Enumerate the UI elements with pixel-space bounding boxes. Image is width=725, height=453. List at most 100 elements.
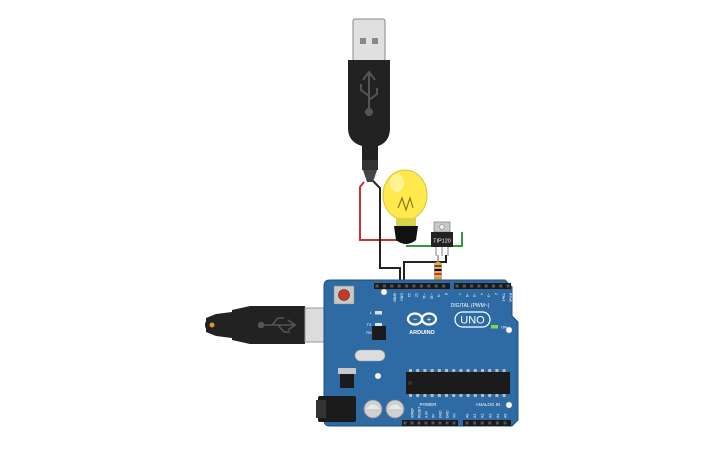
- power-pin-label: 3.3V: [425, 410, 429, 418]
- bottom-pin-hole[interactable]: [410, 421, 414, 425]
- light-bulb[interactable]: [382, 169, 428, 244]
- bottom-pin-hole[interactable]: [473, 421, 477, 425]
- bottom-pin-hole[interactable]: [431, 421, 435, 425]
- power-jack-inner: [316, 400, 326, 418]
- transistor-label: TIP120: [433, 239, 451, 245]
- digital-pin-hole[interactable]: [434, 284, 438, 288]
- bulb-highlight: [390, 174, 404, 192]
- mcu-pin: [416, 369, 420, 372]
- digital-pin-label: 7: [458, 293, 462, 295]
- digital-pin-hole[interactable]: [375, 284, 379, 288]
- bottom-pin-hole[interactable]: [403, 421, 407, 425]
- red-wire[interactable]: [359, 181, 406, 241]
- digital-pin-label: ~5: [472, 293, 476, 297]
- resistor[interactable]: [434, 261, 442, 283]
- digital-pin-hole[interactable]: [442, 284, 446, 288]
- reset-button[interactable]: [338, 289, 350, 301]
- black-wire-transistor-gnd[interactable]: [403, 255, 447, 285]
- bottom-pin-hole[interactable]: [465, 421, 469, 425]
- mcu-pin: [481, 394, 484, 397]
- mcu-pins: [409, 369, 506, 397]
- mcu-pin: [495, 394, 499, 397]
- usb-b-icon: [257, 317, 297, 333]
- bottom-pin-hole[interactable]: [488, 421, 492, 425]
- uno-badge: [454, 311, 491, 328]
- voltage-regulator-tab: [338, 368, 356, 374]
- green-wire[interactable]: [406, 232, 463, 247]
- logo-minus: −: [413, 317, 417, 324]
- digital-pin-hole[interactable]: [484, 284, 488, 288]
- mcu-pin: [423, 394, 427, 397]
- transistor-tip120[interactable]: TIP120: [431, 221, 453, 256]
- usb-icon: [360, 70, 378, 116]
- digital-pin-label: ~9: [437, 293, 441, 297]
- transistor-hole: [439, 224, 445, 230]
- small-ic: [372, 326, 386, 340]
- bulb-glass: [382, 169, 428, 221]
- analog-header: [463, 420, 511, 426]
- rx-led-label: RX: [366, 330, 372, 335]
- transistor-body: [431, 232, 453, 247]
- atmega-chip: [406, 372, 510, 394]
- digital-pin-hole[interactable]: [390, 284, 394, 288]
- digital-pin-hole[interactable]: [397, 284, 401, 288]
- usb-cable-strain: [362, 160, 378, 170]
- digital-pin-hole[interactable]: [499, 284, 503, 288]
- on-led: [491, 325, 498, 329]
- digital-pin-hole[interactable]: [427, 284, 431, 288]
- mount-hole: [505, 326, 513, 334]
- capacitor-right-top: [388, 404, 402, 409]
- mcu-pin: [459, 369, 463, 372]
- digital-pin-hole[interactable]: [412, 284, 416, 288]
- digital-pin-hole[interactable]: [405, 284, 409, 288]
- power-pin-label: RESET: [418, 407, 422, 418]
- black-wire-usb-gnd[interactable]: [371, 179, 401, 285]
- digital-pin-label: 4: [479, 293, 483, 295]
- voltage-regulator: [340, 374, 354, 388]
- analog-pin-label: A1: [473, 414, 477, 418]
- bottom-pin-hole[interactable]: [445, 421, 449, 425]
- digital-pin-hole[interactable]: [492, 284, 495, 288]
- bottom-pin-hole[interactable]: [503, 421, 507, 425]
- digital-pin-hole[interactable]: [419, 284, 423, 288]
- bottom-pin-hole[interactable]: [417, 421, 421, 425]
- digital-pin-hole[interactable]: [462, 284, 466, 288]
- mcu-pin: [437, 394, 441, 397]
- digital-pin-label: RX◂0: [509, 293, 513, 302]
- digital-header-right: [454, 283, 511, 289]
- digital-pin-hole[interactable]: [506, 284, 510, 288]
- mount-hole: [374, 372, 382, 380]
- usb-cable-top[interactable]: [348, 18, 390, 182]
- resistor-band-4: [434, 277, 442, 279]
- bottom-pin-hole[interactable]: [438, 421, 442, 425]
- digital-pin-label: ~6: [465, 293, 469, 297]
- analog-pin-label: A2: [481, 414, 485, 418]
- on-led-label: ON: [501, 325, 507, 330]
- l-led: [375, 311, 382, 315]
- mcu-pin: [423, 369, 427, 372]
- model-label: UNO: [460, 315, 485, 327]
- power-header: [402, 420, 458, 426]
- bottom-pin-hole[interactable]: [452, 421, 456, 425]
- digital-pin-hole[interactable]: [455, 284, 459, 288]
- power-pin-label: GND: [439, 410, 443, 418]
- bottom-pin-hole[interactable]: [424, 421, 428, 425]
- mcu-pin: [502, 369, 506, 372]
- digital-pin-hole[interactable]: [477, 284, 481, 288]
- bottom-pin-hole[interactable]: [495, 421, 499, 425]
- bottom-pin-hole[interactable]: [480, 421, 484, 425]
- usb-cable-side[interactable]: [205, 306, 342, 344]
- analog-pin-label: A0: [466, 414, 470, 418]
- usb-b-cable-hole: [209, 322, 215, 328]
- analog-pin-label: A3: [488, 414, 492, 418]
- mcu-pin: [473, 394, 477, 397]
- resistor-band-2: [434, 269, 442, 271]
- power-label: POWER: [419, 402, 437, 407]
- mcu-pin: [488, 369, 492, 372]
- power-jack[interactable]: [318, 396, 356, 422]
- digital-pin-hole[interactable]: [382, 284, 386, 288]
- digital-pin-hole[interactable]: [470, 284, 474, 288]
